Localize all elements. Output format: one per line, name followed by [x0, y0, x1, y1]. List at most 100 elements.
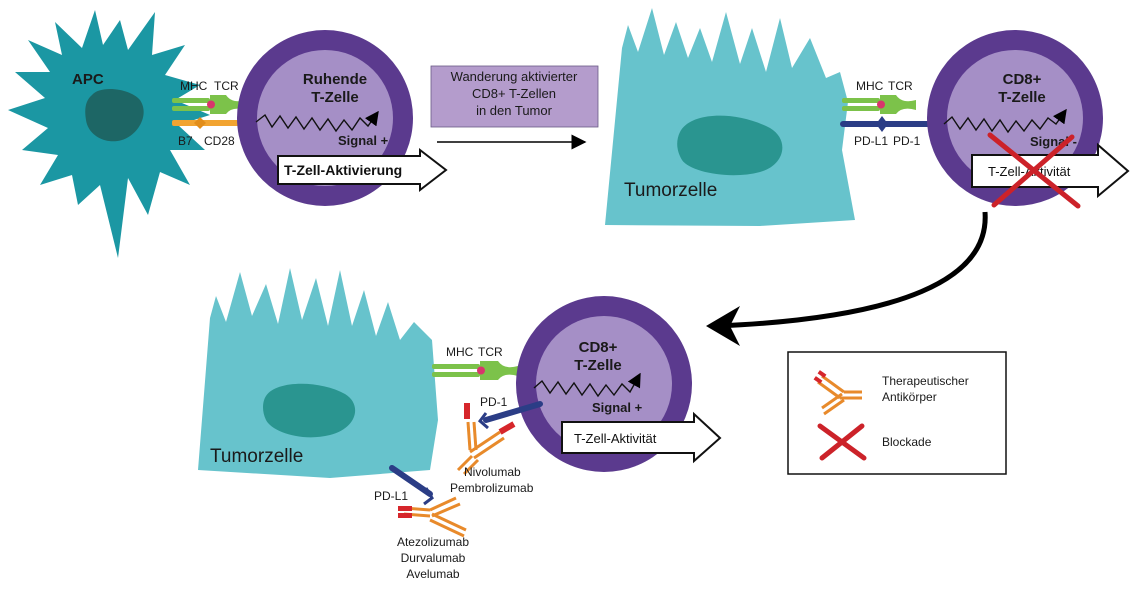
- curved-arrow: [717, 211, 988, 329]
- anti-pd1-antibody: [456, 403, 516, 476]
- anti-pdl1-antibody: [398, 496, 467, 538]
- tumor-label-top: Tumorzelle: [624, 180, 717, 201]
- signal-wave-p2: [943, 108, 1067, 134]
- activity-arrow-p2: [971, 142, 1130, 199]
- antigen-dot: [207, 100, 215, 109]
- signal-wave-p3: [533, 372, 641, 398]
- migration-step: Wanderung aktivierter CD8+ T-Zellen in d…: [430, 65, 599, 150]
- panel-2-inhibition: Tumorzelle MHC TCR PD-L1 PD-1 CD8+ T-Zel…: [605, 8, 1130, 226]
- anti-pdl1-name-1: Atezolizumab: [397, 535, 469, 549]
- apc-label: APC: [72, 71, 104, 88]
- signal-plus-p3: Signal +: [592, 400, 643, 415]
- activation-arrow: [277, 147, 448, 193]
- tcr-receptor: [210, 95, 246, 114]
- anti-pd1-name-1: Nivolumab: [464, 465, 521, 479]
- legend-antibody-line1: Therapeutischer: [882, 374, 969, 388]
- mhc-molecule-p2: [842, 98, 880, 103]
- anti-pdl1-name-3: Avelumab: [406, 567, 459, 581]
- b7-cd28-junction: [194, 117, 206, 129]
- pdl1-ligand-tip: [423, 487, 434, 506]
- pd1-label-p3: PD-1: [480, 395, 508, 409]
- anti-pd1-stem-b: [462, 458, 480, 476]
- migration-box: [430, 65, 599, 128]
- tcr-label: TCR: [214, 79, 239, 93]
- signal-plus: Signal +: [338, 133, 389, 148]
- tcr-label-p2: TCR: [888, 79, 913, 93]
- legend-antibody-line2: Antikörper: [882, 390, 937, 404]
- tcell-name-p3-line1: CD8+: [579, 339, 618, 356]
- mhc-label-p3: MHC: [446, 345, 474, 359]
- apc-nucleus: [85, 88, 144, 142]
- mhc-label: MHC: [180, 79, 208, 93]
- legend-antibody-icon: [813, 370, 862, 416]
- anti-pd1-name-2: Pembrolizumab: [450, 481, 534, 495]
- migration-line2: CD8+ T-Zellen: [472, 86, 556, 101]
- mhc-molecule-p2-lower: [842, 106, 880, 111]
- legend: Therapeutischer Antikörper Blockade: [787, 351, 1007, 475]
- tcell-name-p2-line1: CD8+: [1003, 71, 1042, 88]
- pdl1-ligand-p3: [389, 465, 433, 497]
- mhc-label-p2: MHC: [856, 79, 884, 93]
- migration-line1: Wanderung aktivierter: [451, 69, 578, 84]
- signal-wave: [255, 110, 379, 133]
- anti-pd1-arm-b: [472, 421, 478, 451]
- legend-ab-e: [821, 392, 843, 410]
- mhc-molecule: [172, 98, 210, 103]
- activity-label-p3: T-Zell-Aktivität: [574, 431, 657, 446]
- resting-t-cell-inner: [257, 50, 393, 186]
- legend-ab-b: [817, 380, 841, 400]
- anti-pd1-arm-d: [473, 436, 505, 460]
- legend-blockade-label: Blockade: [882, 435, 932, 449]
- legend-blockade-b: [819, 423, 865, 461]
- panel-1-activation: APC MHC TCR B7 CD28 Ruhende T-Zelle Sign…: [8, 10, 448, 258]
- migration-line3: in den Tumor: [476, 103, 553, 118]
- tumor-nucleus-top: [677, 115, 783, 176]
- antigen-dot-p3: [477, 366, 485, 375]
- anti-pdl1-tip-b: [398, 513, 412, 518]
- anti-pd1-arm-a: [466, 421, 472, 451]
- anti-pd1-arm-c: [469, 430, 501, 454]
- anti-pd1-stem-a: [456, 454, 474, 472]
- b7-label: B7: [178, 134, 193, 148]
- cd28-label: CD28: [204, 134, 235, 148]
- pd1-label-p2: PD-1: [893, 134, 921, 148]
- tcell-name-line2: T-Zelle: [311, 89, 359, 106]
- legend-ab-tip-a: [817, 370, 827, 378]
- anti-pdl1-stem-b: [429, 518, 465, 538]
- tcell-name-line1: Ruhende: [303, 71, 367, 88]
- pd1-receptor-tip: [477, 412, 489, 430]
- legend-ab-f: [823, 398, 845, 416]
- anti-pdl1-name-2: Durvalumab: [401, 551, 466, 565]
- tumor-nucleus-bottom: [263, 383, 356, 438]
- activity-arrow-p3: [561, 411, 722, 464]
- mhc-molecule-lower: [172, 106, 210, 111]
- tcell-name-p2-line2: T-Zelle: [998, 89, 1046, 106]
- pdl1-label-p3: PD-L1: [374, 489, 408, 503]
- anti-pdl1-stem-a: [431, 512, 467, 532]
- anti-pdl1-arm-d: [431, 502, 461, 518]
- pd1-receptor-p3: [483, 401, 543, 423]
- legend-box: [787, 351, 1007, 475]
- tcr-receptor-p2: [880, 95, 916, 114]
- curved-arrow-head: [706, 306, 740, 346]
- anti-pd1-tip-b: [498, 421, 516, 435]
- cd8-t-cell-bottom-inner: [536, 316, 672, 452]
- legend-ab-a: [821, 374, 845, 394]
- anti-pdl1-tip-a: [398, 506, 412, 511]
- pd-junction: [876, 116, 888, 132]
- tcr-receptor-p3: [480, 361, 518, 380]
- tumor-label-bottom: Tumorzelle: [210, 446, 303, 467]
- pdl1-label-p2: PD-L1: [854, 134, 888, 148]
- blockade-cross-b: [991, 134, 1075, 208]
- activation-label: T-Zell-Aktivierung: [284, 162, 402, 178]
- tcell-name-p3-line2: T-Zelle: [574, 357, 622, 374]
- cd8-t-cell-top-inner: [947, 50, 1083, 186]
- mhc-molecule-p3-lower: [432, 372, 480, 377]
- antigen-dot-p2: [877, 100, 885, 109]
- anti-pd1-tip-a: [464, 403, 470, 419]
- tcr-label-p3: TCR: [478, 345, 503, 359]
- anti-pdl1-arm-c: [429, 496, 457, 512]
- panel-3-therapy: Tumorzelle MHC TCR CD8+ T-Zelle Signal +…: [198, 268, 722, 581]
